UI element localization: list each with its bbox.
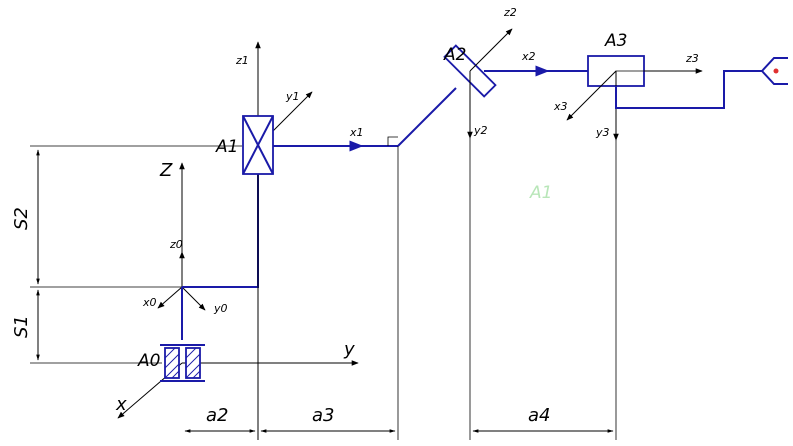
y0-axis [181,286,206,311]
label-y: y [343,339,355,360]
gripper-icon [760,57,788,85]
label-a4-dim: a4 [528,405,550,426]
label-x2: x2 [521,50,536,63]
label-ghost: A1 [529,183,552,203]
label-a0: A0 [137,351,160,371]
label-x1: x1 [349,126,364,139]
z2-axis [469,28,513,72]
label-z2: z2 [503,6,517,19]
label-s1: S1 [11,315,32,338]
joint-a0 [160,287,205,382]
right-angle-mark [387,136,398,146]
label-x3: x3 [553,100,568,113]
label-a2-dim: a2 [206,405,228,426]
label-a1: A1 [215,137,238,157]
label-y2: y2 [473,124,488,137]
label-y3: y3 [595,126,610,139]
label-a3-dim: a3 [312,405,334,426]
joint-a1 [242,115,274,175]
link-0-1 [182,174,259,288]
link-3-effector [615,70,762,109]
label-z: Z [159,160,173,181]
x0-axis [157,286,183,309]
label-z0: z0 [169,238,183,251]
label-z3: z3 [685,52,699,65]
label-a2: A2 [443,45,466,65]
label-x0: x0 [142,296,157,309]
label-y0: y0 [213,302,228,315]
label-z1: z1 [235,54,249,67]
x3-axis [566,70,617,121]
label-x: x [115,394,127,415]
link-1-2-diagonal [397,87,457,147]
label-s2: S2 [11,207,32,230]
label-y1: y1 [285,90,300,103]
label-a3: A3 [604,31,627,51]
